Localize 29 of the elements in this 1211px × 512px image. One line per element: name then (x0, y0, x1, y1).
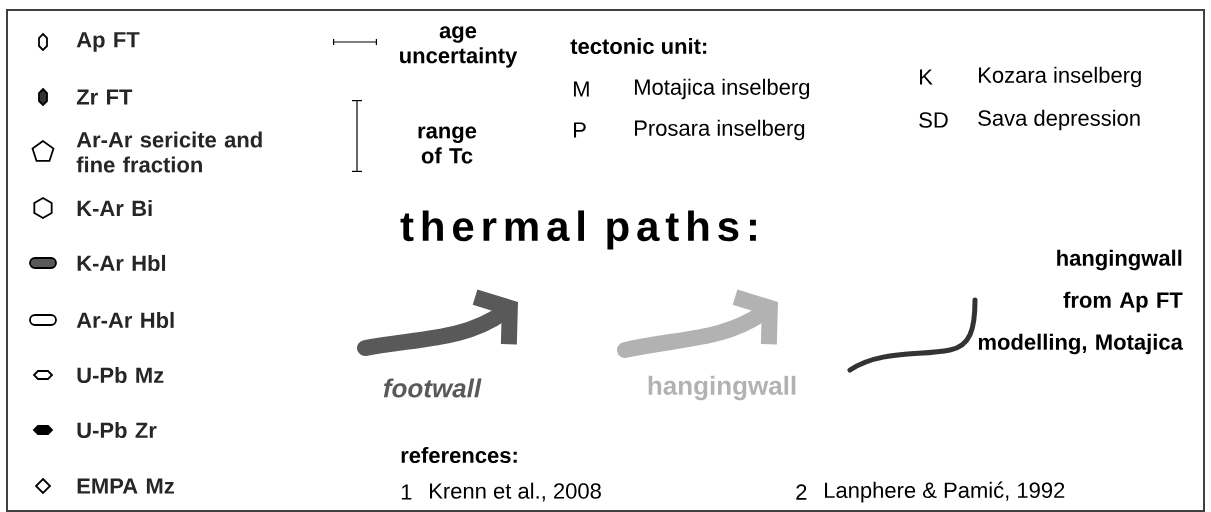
legend-label: K-Ar Bi (77, 200, 152, 216)
legend-label: EMPA Mz (77, 478, 174, 494)
label: Motajica inselberg (635, 78, 810, 100)
legend-label: Ar-Ar sericite and fine fraction (76, 131, 262, 173)
heading: references: (401, 446, 517, 464)
legend-label: K-Ar Hbl (77, 254, 166, 272)
legend-label: hangingwall (648, 375, 796, 401)
label: K (920, 69, 933, 85)
label: 2 (796, 484, 807, 500)
legend-label: U-Pb Mz (77, 366, 164, 384)
legend-label: range of Tc (418, 126, 477, 164)
label: M (574, 81, 589, 97)
label: SD (919, 112, 948, 128)
label: Prosara inselberg (635, 119, 805, 141)
label: Kozara inselberg (979, 66, 1141, 88)
label: Krenn et al., 2008 (430, 482, 601, 502)
legend-label: Ap FT (76, 32, 140, 52)
label: P (574, 122, 586, 138)
heading: tectonic unit: (570, 37, 707, 55)
title: thermal paths: (400, 210, 756, 250)
legend-label: U-Pb Zr (77, 421, 157, 439)
label: Lanphere & Pamić, 1992 (825, 481, 1065, 503)
legend-label: hangingwall from Ap FT modelling, Motajica (978, 249, 1183, 355)
legend-label: Ar-Ar Hbl (76, 311, 174, 329)
label: 1 (401, 484, 412, 500)
legend-label: footwall (383, 378, 482, 398)
legend-label: Zr FT (76, 89, 133, 105)
label: Sava depression (978, 109, 1140, 131)
legend-label: age uncertainty (400, 26, 518, 68)
